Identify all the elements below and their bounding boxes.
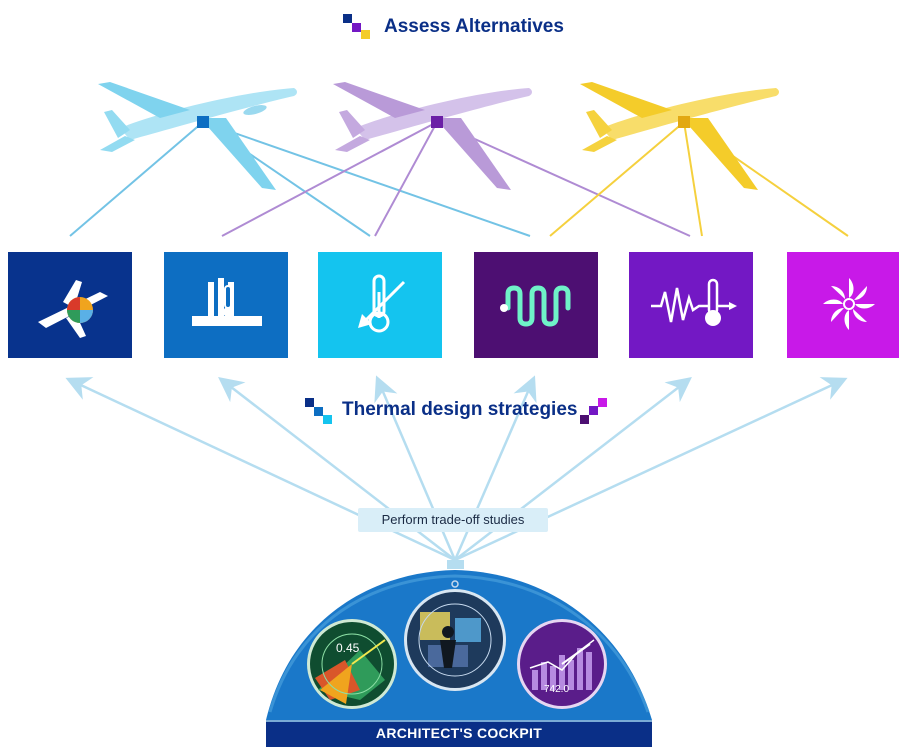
connection-line (221, 121, 438, 237)
logo-mark-top (343, 14, 370, 39)
heat-sink-thermometer-icon (192, 278, 262, 326)
aircraft-thermal-map-icon (38, 280, 108, 338)
strategy-tile-5[interactable] (629, 252, 753, 358)
connection-line (683, 121, 703, 237)
temperature-vibration-icon (651, 278, 737, 326)
cockpit-base (266, 720, 652, 747)
aircraft-node (678, 116, 690, 128)
cockpit-label: ARCHITECT'S COCKPIT (375, 725, 543, 741)
strategy-tile-6[interactable] (787, 252, 899, 358)
strategy-tile-2[interactable] (164, 252, 288, 358)
logo-mark-left (305, 398, 332, 424)
aircraft-option-2 (333, 82, 532, 190)
fan-icon (823, 278, 875, 330)
connection-line (549, 121, 685, 237)
connection-line (69, 121, 204, 237)
gauge-3-value: 742.0 (544, 684, 569, 695)
compass-gauge-icon (404, 580, 506, 691)
aircraft-option-3 (580, 82, 779, 190)
aircraft-node (431, 116, 443, 128)
heat-exchanger-coil-icon (500, 285, 571, 327)
gauge-1-value: 0.45 (336, 641, 360, 655)
aircraft-option-1 (98, 82, 297, 190)
connection-line (436, 121, 691, 237)
cockpit-connector (447, 560, 464, 569)
strategy-tile-1[interactable] (8, 252, 132, 358)
section-title: Thermal design strategies (342, 399, 578, 420)
aircraft-node (197, 116, 209, 128)
page-title: Assess Alternatives (384, 16, 564, 37)
tradeoff-label: Perform trade-off studies (358, 508, 548, 532)
bar-chart-gauge-icon: 742.0 (517, 619, 607, 709)
strategy-tile-3[interactable] (318, 252, 442, 358)
strategy-tile-4[interactable] (474, 252, 598, 358)
connection-line (374, 121, 438, 237)
logo-mark-right (580, 398, 607, 424)
thermometer-decrease-icon (358, 274, 406, 333)
radar-gauge-icon: 0.45 (307, 619, 397, 709)
connection-line (202, 121, 531, 237)
